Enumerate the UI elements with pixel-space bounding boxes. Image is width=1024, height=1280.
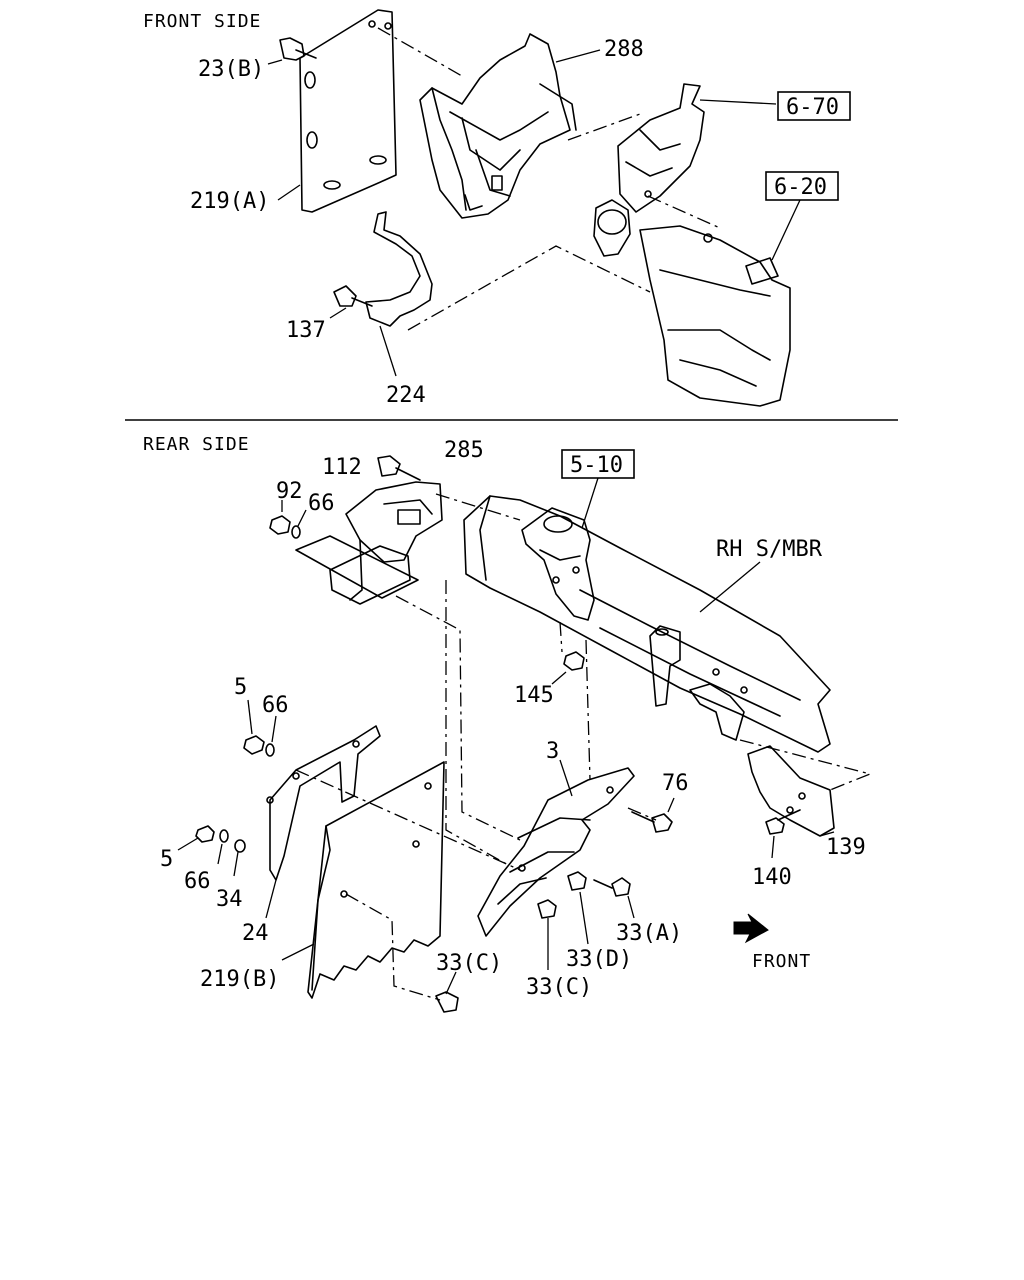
front-direction-label: FRONT <box>752 951 811 972</box>
nut-5-lower <box>195 825 215 843</box>
rh-side-member-part <box>463 495 831 753</box>
callout-285: 285 <box>444 438 484 463</box>
mud-flap-219b-part <box>307 761 445 999</box>
reference-box-5-10 <box>561 449 635 479</box>
callout-34: 34 <box>216 887 243 912</box>
bracket-24-part <box>266 725 381 881</box>
front-arrow-icon <box>733 913 769 944</box>
bracket-224-part <box>333 211 433 327</box>
callout-33d: 33(D) <box>566 947 632 972</box>
bolt-112-part <box>377 455 421 481</box>
bolt-33a-part <box>593 877 631 897</box>
callout-112: 112 <box>322 455 362 480</box>
callout-33c-upper: 33(C) <box>526 975 592 1000</box>
bolt-23b-part <box>279 37 317 61</box>
callout-33a: 33(A) <box>616 921 682 946</box>
bolt-140-part <box>765 809 801 835</box>
callout-6-70: 6-70 <box>786 95 839 120</box>
callout-23b: 23(B) <box>198 57 264 82</box>
bolt-33c-lower-part <box>435 991 459 1013</box>
callout-137: 137 <box>286 318 326 343</box>
callout-33c-lower: 33(C) <box>436 951 502 976</box>
bracket-5-10-part <box>521 507 595 621</box>
stay-3-part <box>477 767 635 937</box>
callout-92: 92 <box>276 479 303 504</box>
bracket-285-part <box>295 481 443 605</box>
callout-224: 224 <box>386 383 426 408</box>
reference-box-6-20 <box>765 171 839 201</box>
callout-6-20: 6-20 <box>774 175 827 200</box>
washer-66-middle <box>265 743 275 757</box>
reference-box-6-70 <box>777 91 851 121</box>
mud-flap-219a-part <box>299 9 397 213</box>
callout-5-10: 5-10 <box>570 453 623 478</box>
washer-66-lower <box>219 829 229 843</box>
callout-76: 76 <box>662 771 689 796</box>
callout-5-upper: 5 <box>234 675 247 700</box>
callout-140: 140 <box>752 865 792 890</box>
bracket-288-part <box>419 33 577 219</box>
bolt-76-part <box>631 811 673 833</box>
front-side-heading: FRONT SIDE <box>143 11 261 32</box>
callout-66-middle: 66 <box>262 693 289 718</box>
callout-24: 24 <box>242 921 269 946</box>
callout-145: 145 <box>514 683 554 708</box>
callout-5-lower: 5 <box>160 847 173 872</box>
callout-66-lower: 66 <box>184 869 211 894</box>
callout-139: 139 <box>826 835 866 860</box>
nut-145-part <box>563 651 585 671</box>
bolt-33c-upper-part <box>537 899 557 919</box>
callout-219a: 219(A) <box>190 189 269 214</box>
callout-219b: 219(B) <box>200 967 279 992</box>
rear-side-heading: REAR SIDE <box>143 434 250 455</box>
bracket-139-part <box>747 745 835 837</box>
frame-section-part <box>593 83 791 407</box>
washer-66-upper <box>291 525 301 539</box>
callout-rh-side-member: RH S/MBR <box>716 537 823 562</box>
bolt-33d-part <box>567 871 587 891</box>
callout-288: 288 <box>604 37 644 62</box>
callout-3: 3 <box>546 739 559 764</box>
callout-66-upper: 66 <box>308 491 335 516</box>
nut-5-upper <box>243 735 265 755</box>
washer-34 <box>234 839 246 853</box>
nut-92-part <box>269 515 291 535</box>
